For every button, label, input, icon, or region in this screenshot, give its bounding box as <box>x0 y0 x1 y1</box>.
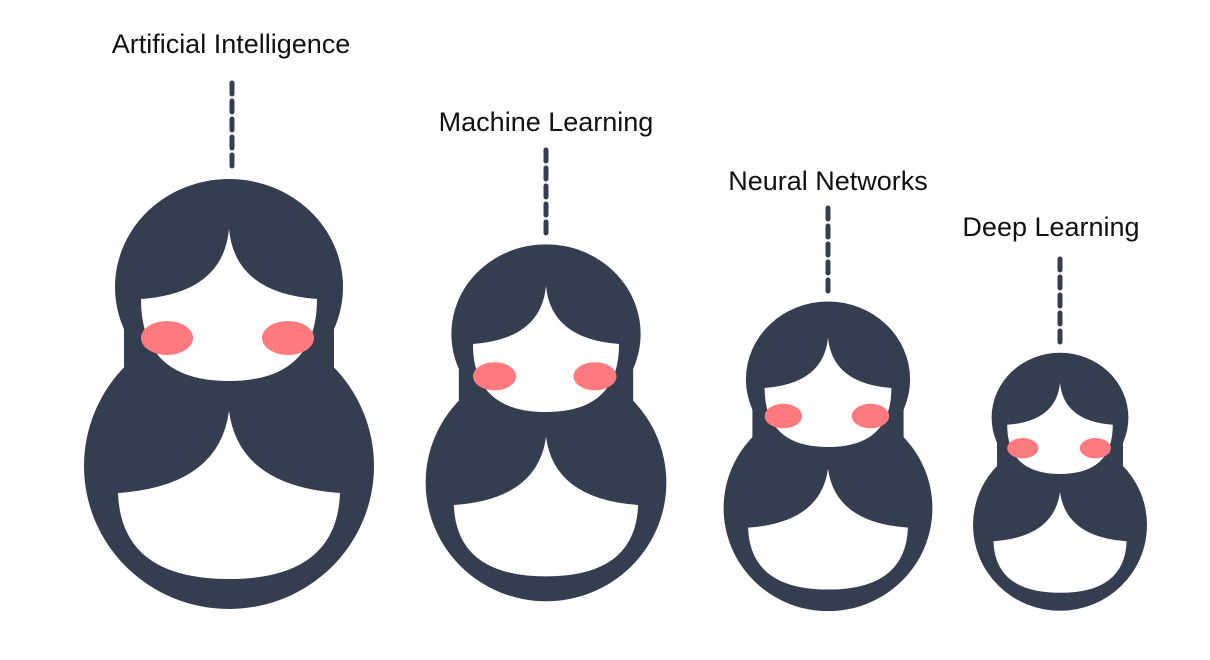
label-artificial-intelligence: Artificial Intelligence <box>111 29 351 59</box>
doll-dl <box>973 352 1147 611</box>
doll-cheek-left <box>764 403 803 429</box>
doll-belly <box>993 492 1127 593</box>
doll-ai <box>84 179 374 609</box>
doll-cheek-left <box>141 321 193 355</box>
doll-cheek-right <box>851 403 890 429</box>
doll-belly <box>453 436 639 577</box>
doll-cheek-right <box>1079 438 1111 459</box>
doll-nn <box>723 301 933 612</box>
doll-belly <box>748 468 908 590</box>
doll-cheek-left <box>1007 438 1039 459</box>
label-deep-learning: Deep Learning <box>962 212 1140 242</box>
doll-cheek-left <box>472 362 517 391</box>
doll-cheek-right <box>262 321 314 355</box>
label-machine-learning: Machine Learning <box>438 107 654 137</box>
doll-cheek-right <box>573 362 617 391</box>
doll-belly <box>118 411 340 579</box>
label-neural-networks: Neural Networks <box>728 166 928 196</box>
doll-ml <box>425 244 667 602</box>
